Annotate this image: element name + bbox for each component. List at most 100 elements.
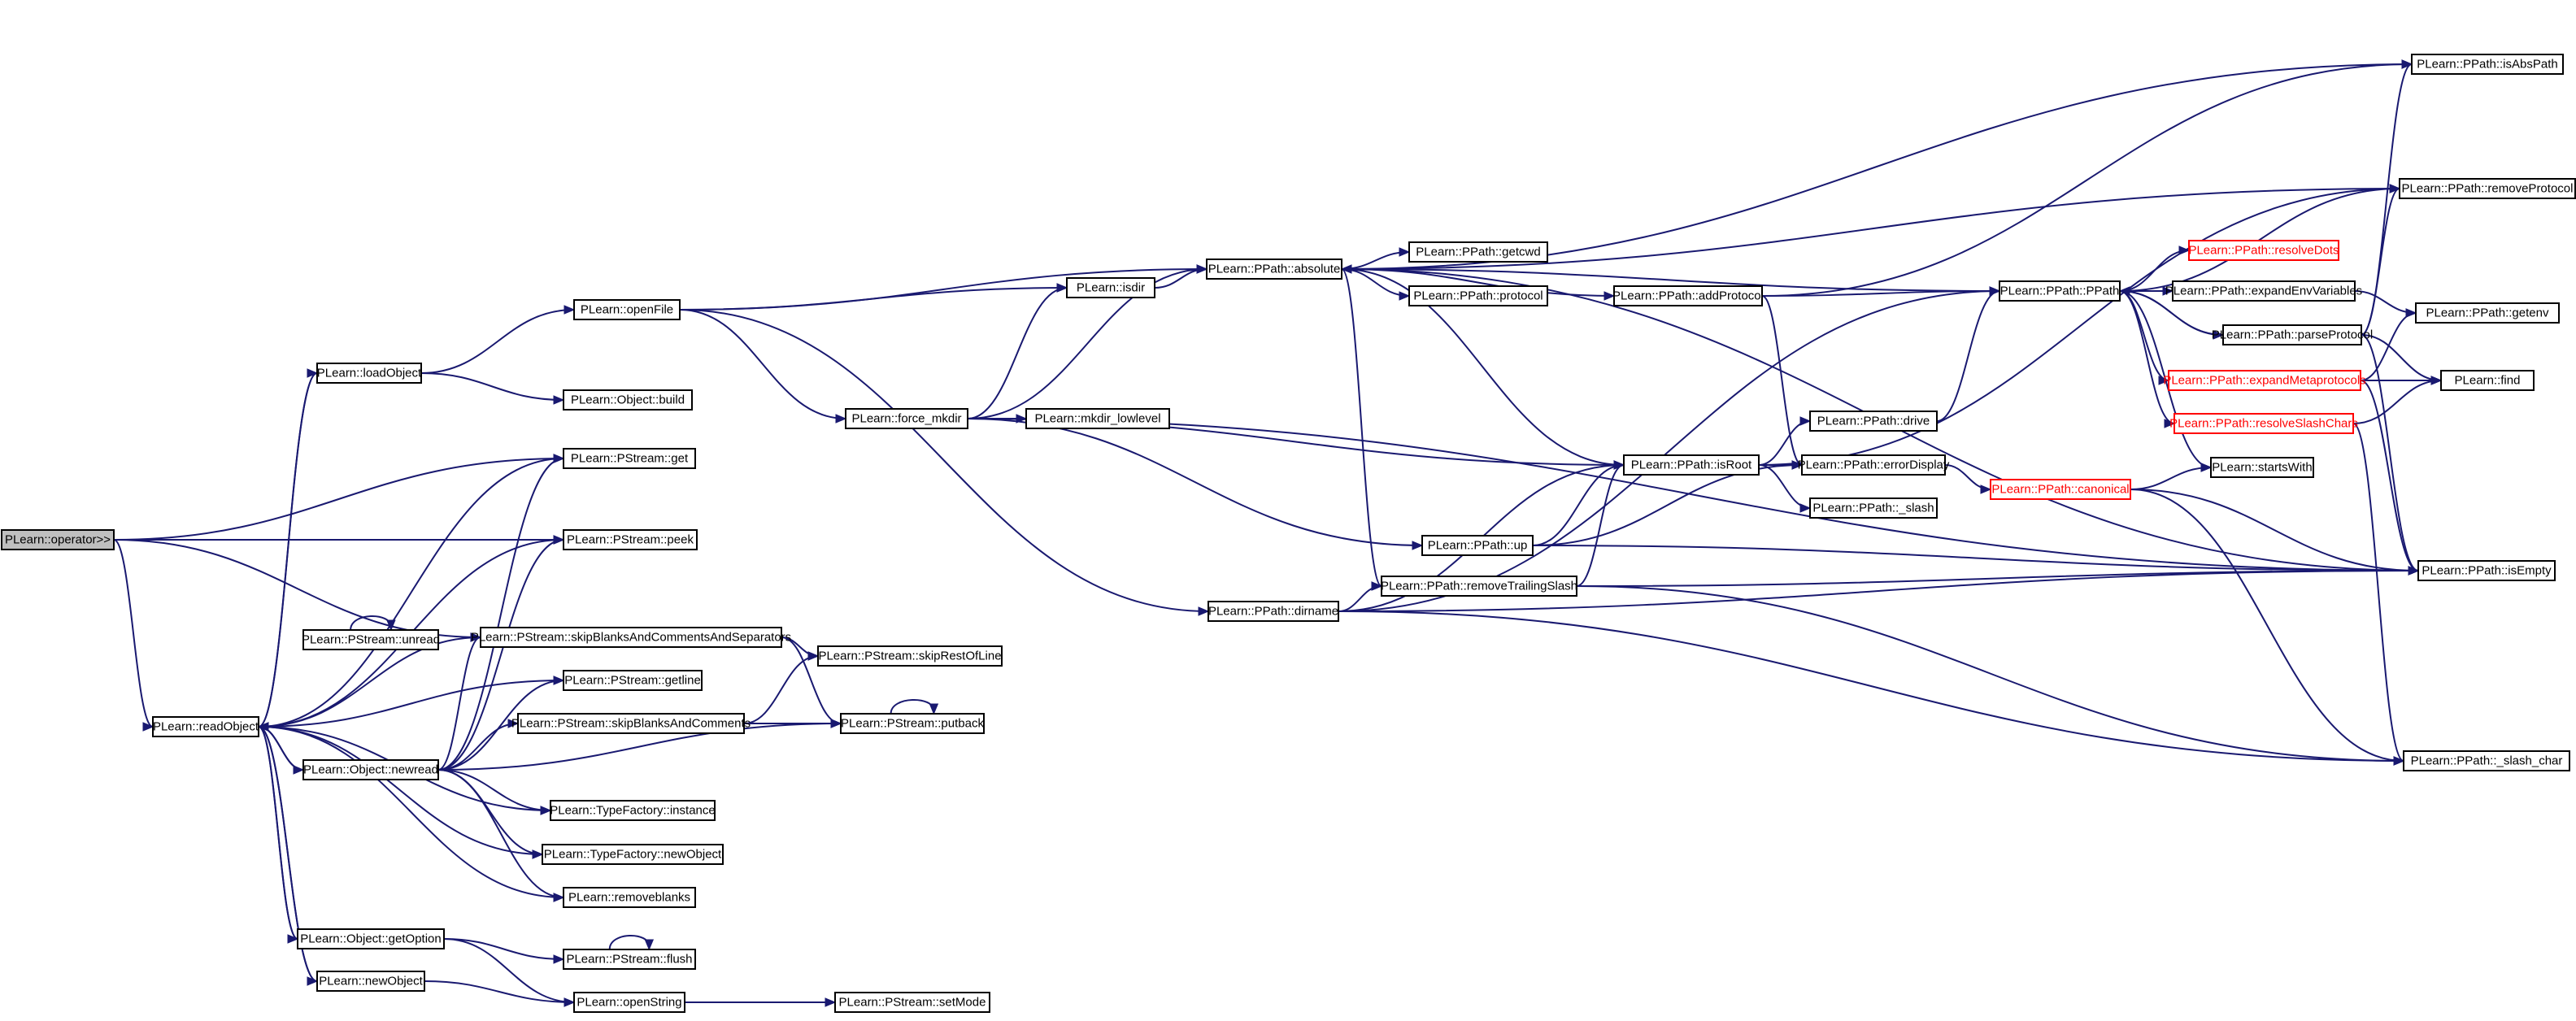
node-addProtocol[interactable]: PLearn::PPath::addProtocol (1612, 285, 1764, 306)
edge-arrowhead (1198, 606, 1210, 616)
node-loadObject[interactable]: PLearn::loadObject (316, 363, 422, 384)
edge-line (437, 769, 551, 811)
node-getline[interactable]: PLearn::PStream::getline (563, 670, 703, 691)
node-up[interactable]: PLearn::PPath::up (1421, 535, 1534, 556)
edge-isdir-to-absolute (1154, 264, 1208, 289)
node-expandEnv[interactable]: PLearn::PPath::expandEnvVariables (2165, 280, 2362, 302)
edge-arrowhead (1371, 581, 1383, 591)
edge-line (2130, 467, 2212, 490)
node-label: PLearn::PPath::addProtocol (1612, 289, 1764, 303)
node-resolveDots[interactable]: PLearn::PPath::resolveDots (2188, 240, 2339, 261)
node-box (1408, 285, 1548, 306)
node-protocol[interactable]: PLearn::PPath::protocol (1408, 285, 1548, 306)
node-pspeek[interactable]: PLearn::PStream::peek (563, 529, 698, 550)
node-label: PLearn::TypeFactory::instance (550, 804, 715, 818)
node-box (563, 949, 696, 970)
node-label: PLearn::newObject (319, 975, 423, 988)
node-isEmpty[interactable]: PLearn::PPath::isEmpty (2417, 560, 2556, 581)
node-getenv[interactable]: PLearn::PPath::getenv (2415, 302, 2560, 324)
node-label: PLearn::PPath::protocol (1413, 289, 1543, 303)
edge-line (967, 418, 2419, 571)
node-readObject[interactable]: PLearn::readObject (152, 716, 259, 737)
node-absolute[interactable]: PLearn::PPath::absolute (1206, 259, 1342, 280)
node-objbuild[interactable]: PLearn::Object::build (563, 389, 693, 411)
node-removeTS[interactable]: PLearn::PPath::removeTrailingSlash (1381, 576, 1577, 597)
node-label: PLearn::PPath::getenv (2426, 306, 2549, 320)
edge-line (2130, 489, 2419, 571)
node-mkdir_low[interactable]: PLearn::mkdir_lowlevel (1025, 408, 1170, 429)
node-find[interactable]: PLearn::find (2440, 370, 2535, 391)
node-label: PLearn::PPath::isAbsPath (2417, 58, 2557, 72)
node-newObject[interactable]: PLearn::newObject (316, 971, 425, 992)
node-parseProtocol[interactable]: PLearn::PPath::parseProtocol (2212, 324, 2373, 345)
node-label: PLearn::PStream::flush (566, 953, 692, 967)
node-skipBC[interactable]: PLearn::PStream::skipBlanksAndComments (511, 713, 751, 734)
node-PPath[interactable]: PLearn::PPath::PPath (1999, 280, 2121, 302)
edge-arrowhead (142, 722, 154, 732)
node-dirname[interactable]: PLearn::PPath::dirname (1208, 601, 1339, 622)
edge-line (1758, 188, 2400, 466)
node-errorDisplay[interactable]: PLearn::PPath::errorDisplay (1798, 454, 1950, 476)
node-drive[interactable]: PLearn::PPath::drive (1809, 411, 1938, 432)
node-newread[interactable]: PLearn::Object::newread (302, 759, 439, 780)
edge-arrowhead (2158, 376, 2170, 385)
edge-line (258, 726, 298, 940)
edge-arrowhead (1412, 541, 1424, 550)
node-label: PLearn::PPath::expandMetaprotocols (2163, 374, 2365, 388)
node-tfinst[interactable]: PLearn::TypeFactory::instance (550, 800, 716, 821)
node-_slash[interactable]: PLearn::PPath::_slash (1809, 497, 1938, 519)
node-getcwd[interactable]: PLearn::PPath::getcwd (1408, 241, 1548, 263)
node-box (1801, 454, 1946, 476)
edge-expandMeta-to-isEmpty (2360, 380, 2420, 576)
edge-arrowhead (1989, 286, 2001, 296)
edge-line (679, 309, 846, 419)
edge-line (608, 935, 651, 950)
node-setMode[interactable]: PLearn::PStream::setMode (834, 992, 990, 1013)
node-isdir[interactable]: PLearn::isdir (1066, 277, 1155, 298)
node-op[interactable]: PLearn::operator>> (1, 529, 115, 550)
node-removeblanks[interactable]: PLearn::removeblanks (563, 887, 696, 908)
node-box (2222, 324, 2362, 345)
node-force_mkdir[interactable]: PLearn::force_mkdir (845, 408, 968, 429)
edge-line (113, 539, 154, 728)
edge-arrowhead (1603, 291, 1616, 301)
node-psunread[interactable]: PLearn::PStream::unread (302, 629, 440, 650)
node-label: PLearn::PPath::PPath (2000, 285, 2120, 298)
node-label: PLearn::PPath::up (1428, 539, 1528, 553)
node-getOption[interactable]: PLearn::Object::getOption (297, 928, 445, 949)
node-expandMeta[interactable]: PLearn::PPath::expandMetaprotocols (2163, 370, 2366, 391)
node-openString[interactable]: PLearn::openString (573, 992, 685, 1013)
edge-openString-to-setMode (684, 997, 837, 1007)
node-openFile[interactable]: PLearn::openFile (573, 299, 681, 320)
edge-expandMeta-to-getenv (2360, 308, 2417, 381)
edge-line (679, 309, 1209, 612)
node-box (1421, 535, 1534, 556)
node-isRoot[interactable]: PLearn::PPath::isRoot (1623, 454, 1760, 476)
node-putback[interactable]: PLearn::PStream::putback (840, 713, 985, 734)
node-isAbsPath[interactable]: PLearn::PPath::isAbsPath (2411, 54, 2564, 75)
edge-force_mkdir-to-isdir (967, 283, 1068, 419)
node-canonical[interactable]: PLearn::PPath::canonical (1990, 479, 2131, 500)
node-tfnew[interactable]: PLearn::TypeFactory::newObject (542, 844, 724, 865)
node-psget[interactable]: PLearn::PStream::get (563, 448, 696, 469)
node-_slash_char[interactable]: PLearn::PPath::_slash_char (2403, 750, 2570, 771)
edge-newread-to-tfinst (437, 769, 552, 815)
node-box (817, 645, 1003, 667)
edge-skipBC-to-skipRest (743, 651, 820, 724)
node-startsWith[interactable]: PLearn::startsWith (2210, 457, 2314, 478)
edge-arrowhead (507, 719, 520, 728)
edge-line (967, 418, 1423, 546)
node-flush[interactable]: PLearn::PStream::flush (563, 949, 696, 970)
edge-readObject-to-removeblanks (258, 726, 565, 902)
edge-line (420, 372, 564, 401)
node-label: PLearn::PPath::isEmpty (2422, 564, 2552, 578)
node-skipBCS[interactable]: PLearn::PStream::skipBlanksAndCommentsAn… (471, 627, 791, 648)
node-resolveSlash[interactable]: PLearn::PPath::resolveSlashChars (2169, 413, 2358, 434)
node-label: PLearn::PPath::getcwd (1416, 245, 1540, 259)
edge-line (1944, 464, 1991, 490)
edge-arrowhead (553, 893, 565, 902)
edge-op-to-skipBCS (113, 539, 482, 642)
edge-line (113, 539, 481, 638)
node-skipRest[interactable]: PLearn::PStream::skipRestOfLine (817, 645, 1003, 667)
node-removeProtocol[interactable]: PLearn::PPath::removeProtocol (2399, 178, 2576, 199)
